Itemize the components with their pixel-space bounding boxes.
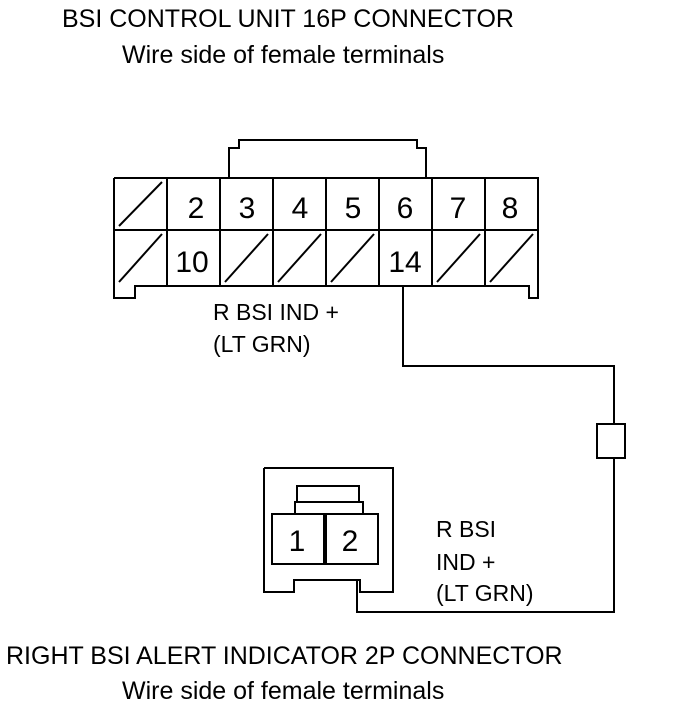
pin-2: 2 [188, 192, 205, 225]
right-bsi-2p-connector [263, 467, 394, 593]
bottom-connector-subtitle: Wire side of female terminals [122, 677, 444, 705]
connector-latch [296, 485, 360, 503]
empty-cavity-slash [118, 181, 163, 227]
pin-cavity-2 [325, 513, 379, 565]
empty-cavity-slash [436, 233, 481, 283]
pin-10: 10 [175, 246, 208, 279]
empty-cavity-slash [118, 233, 163, 283]
pin-3: 3 [239, 192, 256, 225]
pin-cavity-1 [271, 513, 325, 565]
bottom-wire-label-line2: IND + [436, 549, 495, 575]
top-connector-title: BSI CONTROL UNIT 16P CONNECTOR [62, 5, 514, 33]
empty-cavity-slash [277, 233, 322, 283]
empty-cavity-slash [224, 233, 269, 283]
empty-cavity-slash [489, 233, 534, 283]
pin-1: 1 [289, 525, 306, 558]
top-connector-subtitle: Wire side of female terminals [122, 41, 444, 69]
pin-8: 8 [502, 192, 519, 225]
bottom-wire-label-line1: R BSI [436, 516, 496, 542]
wire-lt-grn [356, 286, 626, 613]
empty-cavity-slash [330, 233, 375, 283]
top-wire-label-line1: R BSI IND + [213, 299, 339, 325]
connector-latch [228, 139, 427, 178]
pin-14: 14 [388, 246, 421, 279]
pin-4: 4 [292, 192, 309, 225]
pin-5: 5 [345, 192, 362, 225]
pin-6: 6 [397, 192, 414, 225]
bottom-connector-title: RIGHT BSI ALERT INDICATOR 2P CONNECTOR [6, 642, 563, 670]
bottom-wire-label-line3: (LT GRN) [436, 580, 534, 606]
connector-housing [113, 177, 539, 299]
pin-7: 7 [450, 192, 467, 225]
pin-2-bottom: 2 [342, 525, 359, 558]
inline-connector [596, 423, 626, 459]
bsi-16p-connector [113, 139, 539, 299]
top-wire-label-line2: (LT GRN) [213, 331, 311, 357]
connector-housing [263, 467, 394, 593]
